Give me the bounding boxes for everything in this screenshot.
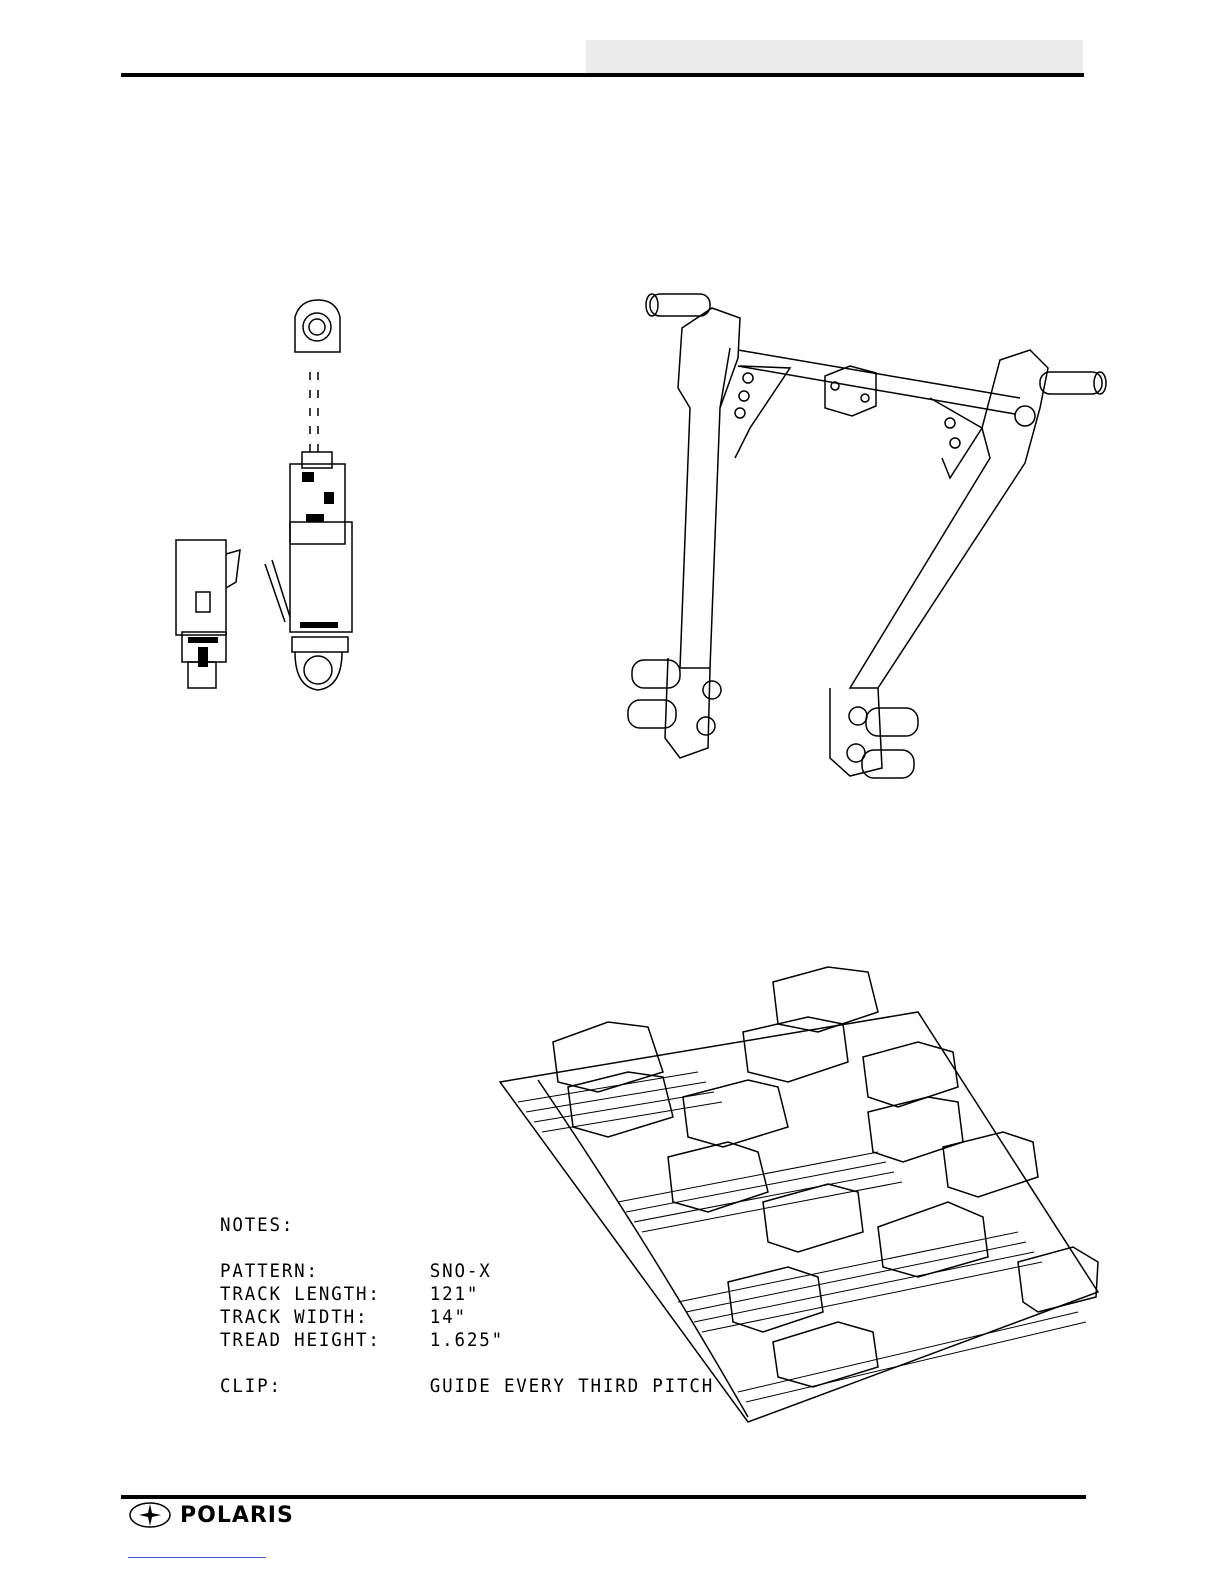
polaris-star-icon xyxy=(128,1501,172,1529)
track-notes: NOTES: PATTERN: SNO-X TRACK LENGTH: 121"… xyxy=(220,1214,714,1398)
footer-rule xyxy=(121,1495,1086,1499)
polaris-logo: POLARIS xyxy=(128,1501,294,1529)
notes-row-track-length: TRACK LENGTH: 121" xyxy=(220,1283,714,1306)
notes-value: 1.625" xyxy=(430,1329,504,1352)
header-bar xyxy=(586,40,1083,73)
notes-row-track-width: TRACK WIDTH: 14" xyxy=(220,1306,714,1329)
notes-value: 121" xyxy=(430,1283,479,1306)
notes-label: TREAD HEIGHT: xyxy=(220,1329,430,1352)
notes-value: GUIDE EVERY THIRD PITCH xyxy=(430,1375,714,1398)
torque-arm-drawing xyxy=(620,288,1115,783)
notes-label: TRACK WIDTH: xyxy=(220,1306,430,1329)
notes-row-pattern: PATTERN: SNO-X xyxy=(220,1260,714,1283)
notes-heading: NOTES: xyxy=(220,1214,294,1237)
notes-label: PATTERN: xyxy=(220,1260,430,1283)
footer-link[interactable] xyxy=(128,1557,266,1558)
notes-value: 14" xyxy=(430,1306,467,1329)
notes-row-clip: CLIP: GUIDE EVERY THIRD PITCH xyxy=(220,1375,714,1398)
notes-label: CLIP: xyxy=(220,1375,430,1398)
notes-value: SNO-X xyxy=(430,1260,492,1283)
notes-label: TRACK LENGTH: xyxy=(220,1283,430,1306)
shock-absorber-drawing xyxy=(160,292,360,712)
header-rule xyxy=(121,73,1084,77)
notes-row-tread-height: TREAD HEIGHT: 1.625" xyxy=(220,1329,714,1352)
brand-name: POLARIS xyxy=(180,1503,294,1528)
